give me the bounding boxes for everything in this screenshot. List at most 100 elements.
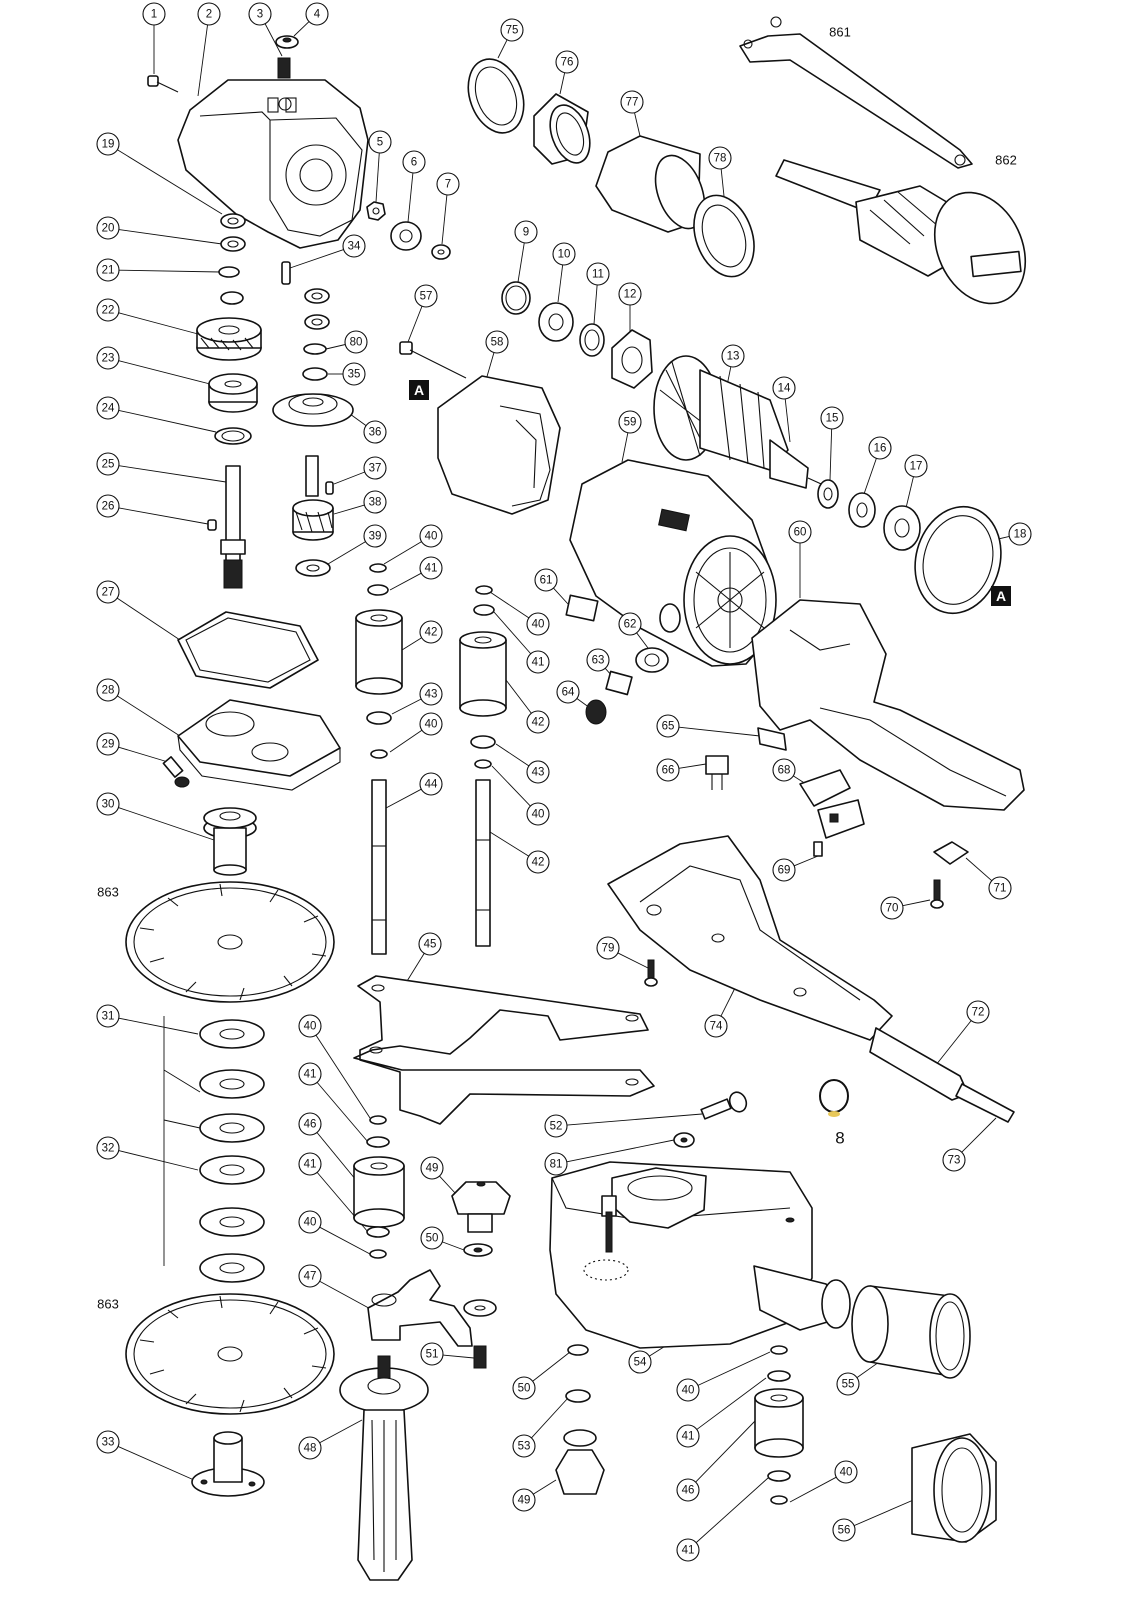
callout-number: 64 xyxy=(562,687,575,699)
callout-circle xyxy=(96,580,120,604)
part-19-bearing xyxy=(220,213,246,229)
leader-c32 xyxy=(118,1150,199,1171)
part-27-gasket xyxy=(177,611,319,689)
callout-number: 5 xyxy=(377,137,383,149)
callout-c45: 45 xyxy=(418,932,442,956)
callout-number: 46 xyxy=(304,1119,317,1131)
callout-number: 45 xyxy=(424,939,437,951)
callout-c61: 61 xyxy=(534,568,558,592)
callout-number: 20 xyxy=(102,223,115,235)
part-60-rear-handle xyxy=(751,599,1025,811)
callout-circle xyxy=(772,858,796,882)
part-33-inner-flange xyxy=(191,1431,265,1497)
callout-c57: 57 xyxy=(414,284,438,308)
part-54-dust-guard xyxy=(549,1161,851,1349)
callout-number: 75 xyxy=(506,25,519,37)
callout-circle xyxy=(298,1152,322,1176)
leader-c49b xyxy=(533,1479,557,1495)
callout-circle xyxy=(363,420,387,444)
leader-c38 xyxy=(333,504,365,515)
callout-number: 41 xyxy=(532,657,545,669)
leader-c46b xyxy=(695,1419,757,1483)
callout-c32: 32 xyxy=(96,1136,120,1160)
part-66-capacitor xyxy=(705,755,729,790)
leader-c53 xyxy=(531,1397,569,1439)
callout-c33: 33 xyxy=(96,1430,120,1454)
callout-c56: 56 xyxy=(832,1518,856,1542)
leader-c42a xyxy=(401,637,422,651)
callout-number: 73 xyxy=(948,1155,961,1167)
callout-circle xyxy=(526,850,550,874)
callout-c40b: 40 xyxy=(419,712,443,736)
part-48-side-handle xyxy=(339,1355,429,1581)
label-863-upper: 863 xyxy=(97,885,119,900)
callout-circle xyxy=(363,524,387,548)
part-20-bearing xyxy=(220,236,246,252)
leader-c40f xyxy=(319,1226,371,1255)
callout-circle xyxy=(618,612,642,636)
callout-number: 7 xyxy=(445,179,451,191)
callout-c79: 79 xyxy=(596,936,620,960)
callout-circle xyxy=(834,1460,858,1484)
part-55-extraction-tube xyxy=(851,1285,971,1379)
leader-c46a xyxy=(316,1132,357,1181)
leader-c22 xyxy=(118,312,199,335)
callout-c63: 63 xyxy=(586,648,610,672)
callout-c64: 64 xyxy=(556,680,580,704)
leader-c61 xyxy=(553,587,569,605)
callout-c49b: 49 xyxy=(512,1488,536,1512)
leader-c21 xyxy=(118,269,221,273)
part-77-sleeve xyxy=(595,135,706,233)
callout-circle xyxy=(298,1112,322,1136)
callout-number: 43 xyxy=(532,767,545,779)
callout-circle xyxy=(363,456,387,480)
leader-c39 xyxy=(327,541,366,565)
callout-c12: 12 xyxy=(618,282,642,306)
callout-circle xyxy=(342,234,366,258)
callout-number: 18 xyxy=(1014,529,1027,541)
callout-number: 50 xyxy=(426,1233,439,1245)
callout-circle xyxy=(596,936,620,960)
callout-circle xyxy=(96,732,120,756)
callout-c47: 47 xyxy=(298,1264,322,1288)
callout-circle xyxy=(556,680,580,704)
callout-number: 49 xyxy=(518,1495,531,1507)
part-78-ring xyxy=(693,194,755,278)
ring-highlight xyxy=(828,1111,840,1117)
callout-c40f: 40 xyxy=(298,1210,322,1234)
part-column-lower-left xyxy=(353,1115,405,1259)
label-862: 862 xyxy=(995,153,1017,168)
callout-number: 40 xyxy=(840,1467,853,1479)
part-63-brush xyxy=(605,670,633,696)
leader-c72 xyxy=(931,1020,972,1071)
callout-circle xyxy=(96,494,120,518)
leader-c40g xyxy=(697,1351,771,1386)
callout-c29: 29 xyxy=(96,732,120,756)
callout-circle xyxy=(436,172,460,196)
callout-number: 47 xyxy=(304,1271,317,1283)
callout-c9: 9 xyxy=(514,220,538,244)
callout-circle xyxy=(904,454,928,478)
callout-circle xyxy=(512,1376,536,1400)
callout-number: 42 xyxy=(425,627,438,639)
callout-c60: 60 xyxy=(788,520,812,544)
callout-circle xyxy=(298,1062,322,1086)
callout-c30: 30 xyxy=(96,792,120,816)
callout-number: 3 xyxy=(257,9,263,21)
callout-c19a: 19 xyxy=(96,132,120,156)
part-69-screw xyxy=(813,841,823,857)
callout-c41a: 41 xyxy=(419,556,443,580)
callout-circle xyxy=(988,876,1012,900)
callout-number: 44 xyxy=(425,779,438,791)
callout-c26: 26 xyxy=(96,494,120,518)
callout-circle xyxy=(656,714,680,738)
callout-c2: 2 xyxy=(197,2,221,26)
callout-c40c: 40 xyxy=(526,612,550,636)
callout-c42b: 42 xyxy=(526,710,550,734)
part-58-stator xyxy=(437,375,561,515)
callout-c22: 22 xyxy=(96,298,120,322)
part-61-label xyxy=(565,594,599,622)
callout-circle xyxy=(368,130,392,154)
callout-c13: 13 xyxy=(721,344,745,368)
